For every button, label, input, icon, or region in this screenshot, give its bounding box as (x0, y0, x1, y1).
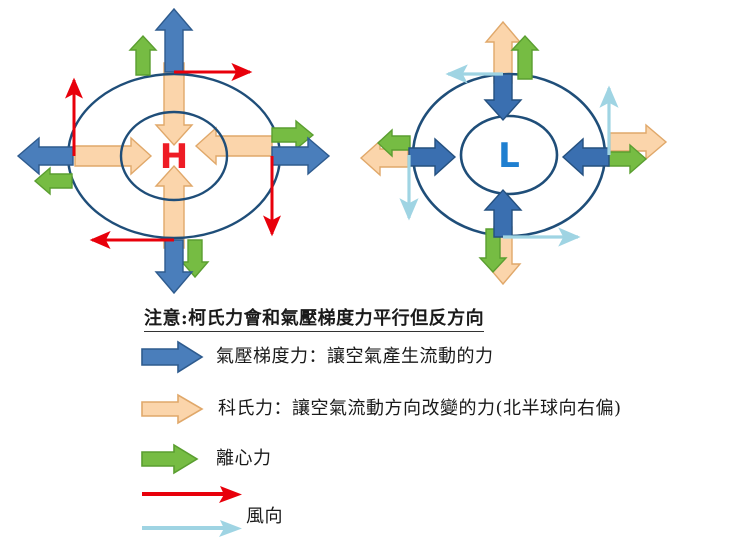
centrifugal-arrow-up (128, 34, 158, 76)
low-pressure-system: L (359, 20, 668, 286)
centrifugal-arrow-up (510, 34, 540, 80)
centrifugal-arrow-right (607, 143, 648, 175)
pressure-systems-figure: H (16, 7, 668, 295)
low-wind-direction-arrows (399, 64, 619, 247)
cyan-thin-arrow-icon (142, 520, 242, 537)
legend-label-wind-direction: 風向 (246, 506, 283, 528)
pgf-arrow-down (154, 239, 194, 295)
coriolis-arrow-right (609, 123, 668, 161)
centrifugal-arrow-left (33, 166, 73, 196)
high-wind-direction-arrows (64, 62, 282, 250)
coriolis-arrow-right-left (74, 136, 153, 176)
high-centrifugal-force-arrows (33, 34, 315, 279)
pgf-arrow-down-top (483, 73, 523, 122)
pgf-arrow-up-bottom (483, 188, 523, 238)
high-pressure-system: H (16, 7, 331, 295)
red-thin-arrow-icon (142, 486, 242, 503)
wind-direction-icons (140, 483, 258, 545)
high-pressure-gradient-force-arrows (16, 7, 331, 295)
legend: 注意:柯氏力會和氣壓梯度力平行但反方向 氣壓梯度力：讓空氣產生流動的力 科氏力：… (140, 300, 740, 540)
legend-item-centrifugal-force: 離心力 (140, 443, 272, 475)
centrifugal-arrow-left (376, 128, 411, 158)
coriolis-arrow-left-right (194, 126, 273, 166)
blue-right-arrow-icon (140, 340, 204, 374)
low-pressure-gradient-force-arrows (408, 73, 610, 238)
legend-label-coriolis-force: 科氏力：讓空氣流動方向改變的力(北半球向右偏) (218, 398, 622, 420)
legend-item-wind-direction: 風向 (140, 483, 283, 545)
centrifugal-arrow-right (271, 119, 315, 151)
legend-label-pressure-gradient-force: 氣壓梯度力：讓空氣產生流動的力 (216, 346, 494, 368)
low-pressure-label: L (498, 136, 520, 176)
legend-item-pressure-gradient-force: 氣壓梯度力：讓空氣產生流動的力 (140, 340, 494, 374)
low-coriolis-force-arrows (359, 20, 668, 286)
high-inner-isobar (119, 110, 229, 202)
pgf-arrow-left-right (561, 137, 610, 177)
legend-item-coriolis-force: 科氏力：讓空氣流動方向改變的力(北半球向右偏) (140, 392, 622, 426)
pgf-arrow-right (271, 136, 331, 176)
pgf-arrow-right-left (408, 137, 457, 177)
green-right-arrow-icon (140, 443, 200, 475)
legend-label-centrifugal-force: 離心力 (216, 448, 272, 470)
legend-note: 注意:柯氏力會和氣壓梯度力平行但反方向 (144, 308, 485, 332)
coriolis-arrow-up-bottom (154, 164, 194, 249)
pgf-arrow-up (154, 7, 194, 73)
low-centrifugal-force-arrows (376, 34, 648, 274)
high-pressure-label: H (160, 137, 188, 177)
low-inner-isobar (459, 114, 559, 196)
centrifugal-arrow-down (180, 239, 210, 279)
pgf-arrow-left (16, 136, 74, 176)
orange-right-arrow-icon (140, 392, 204, 426)
